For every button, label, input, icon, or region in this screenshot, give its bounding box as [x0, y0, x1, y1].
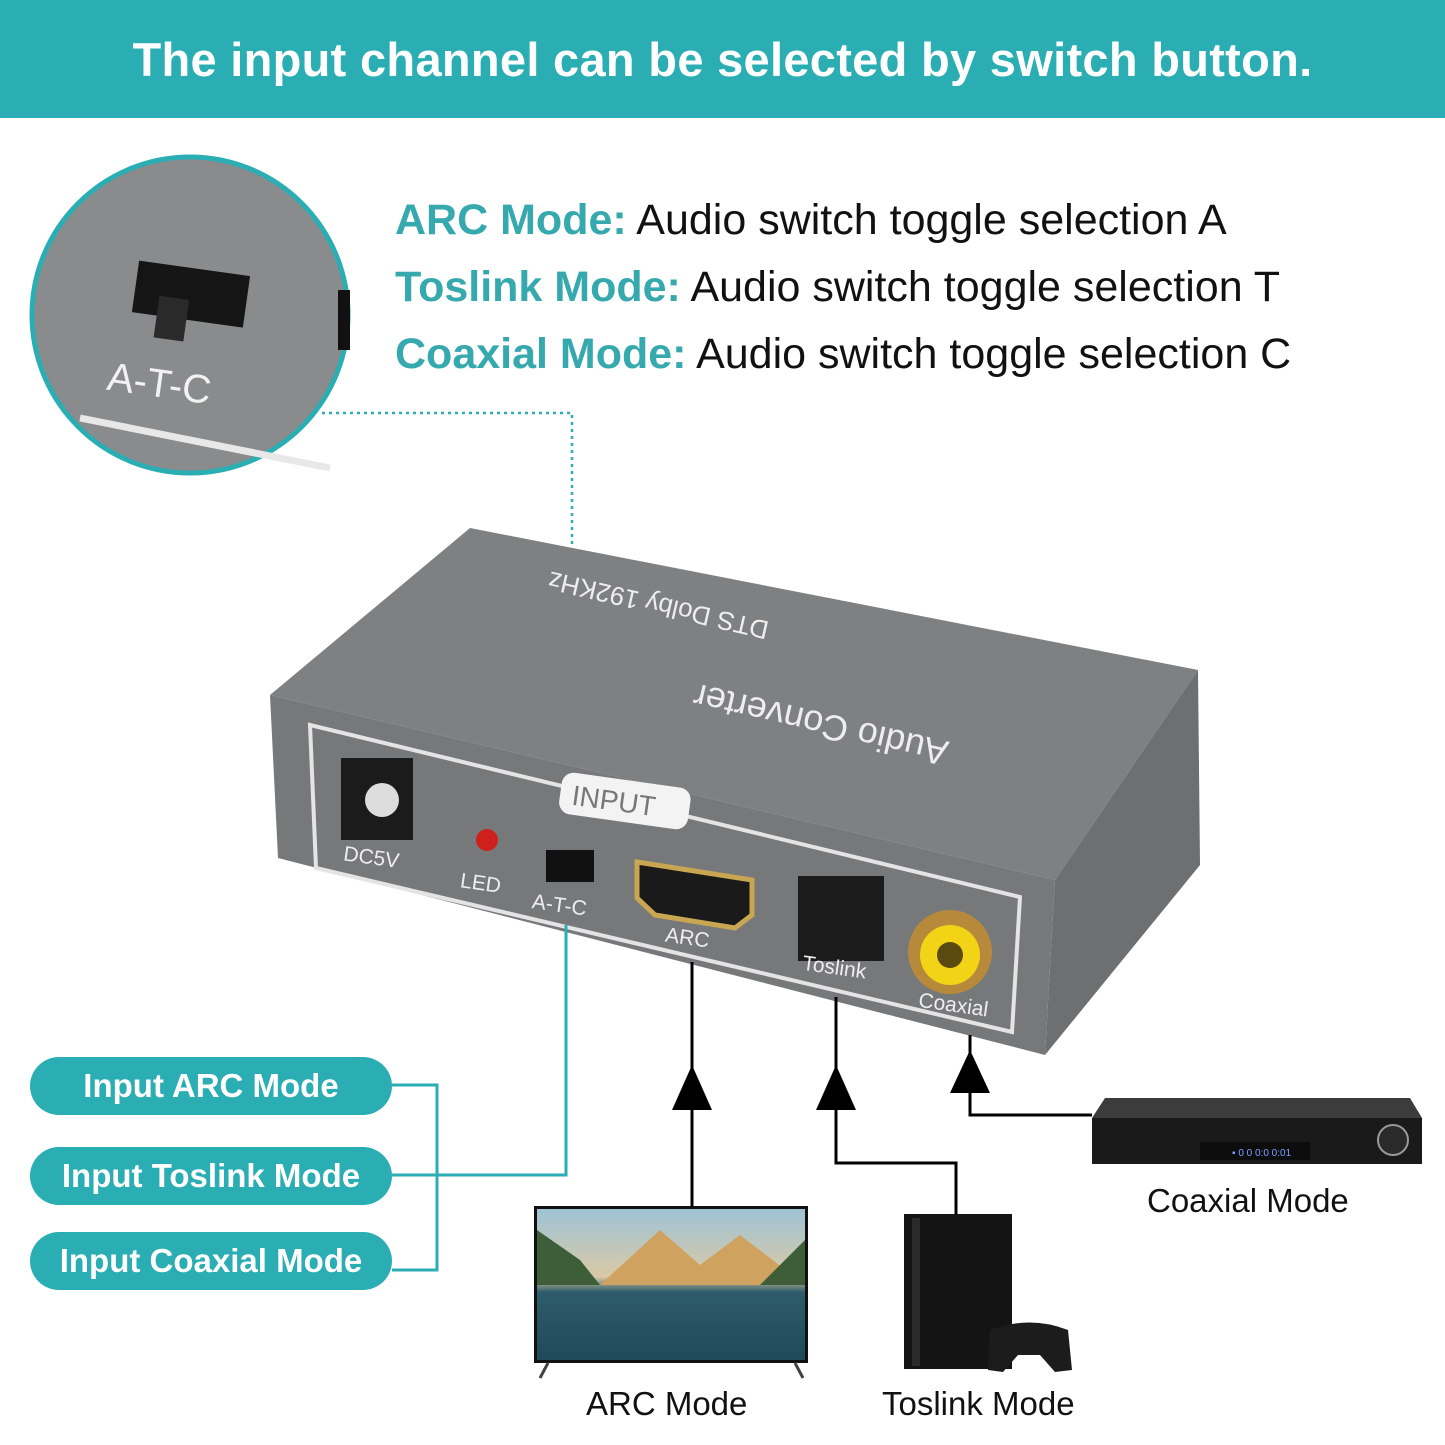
pill-input-toslink: Input Toslink Mode — [30, 1147, 392, 1205]
switch-zoom-callout: A-T-C — [29, 154, 351, 476]
mode-coaxial: Coaxial Mode: Audio switch toggle select… — [395, 326, 1291, 393]
coaxial-arrow-icon — [950, 1050, 990, 1093]
toslink-port — [798, 876, 884, 961]
mode-desc: Audio switch toggle selection C — [696, 330, 1292, 378]
tv-image — [534, 1206, 808, 1379]
mode-desc: Audio switch toggle selection A — [636, 196, 1227, 244]
hdmi-port — [634, 859, 755, 931]
header-banner: The input channel can be selected by swi… — [0, 0, 1445, 118]
atc-switch[interactable] — [546, 850, 594, 882]
arc-arrow-icon — [672, 1065, 712, 1110]
mode-name: Toslink Mode: — [395, 263, 681, 311]
game-console-image — [904, 1214, 1072, 1372]
mode-name: ARC Mode: — [395, 196, 627, 244]
caption-player: Coaxial Mode — [1147, 1182, 1349, 1219]
mode-name: Coaxial Mode: — [395, 330, 687, 378]
svg-text:▪ 0 0 0:0 0:01: ▪ 0 0 0:0 0:01 — [1232, 1148, 1292, 1159]
coaxial-port — [937, 942, 963, 968]
mode-toslink: Toslink Mode: Audio switch toggle select… — [395, 259, 1291, 326]
dvd-player-image: ▪ 0 0 0:0 0:01 — [1092, 1098, 1422, 1164]
mode-bracket-lines — [392, 925, 568, 1272]
pill-input-coaxial: Input Coaxial Mode — [30, 1232, 392, 1290]
caption-console: Toslink Mode — [882, 1385, 1075, 1422]
mode-arc: ARC Mode: Audio switch toggle selection … — [395, 192, 1291, 259]
audio-converter-device: Audio Converter DTS Dolby 192KHz INPUT D… — [270, 528, 1200, 1055]
led-label: LED — [459, 869, 503, 897]
pill-input-arc: Input ARC Mode — [30, 1057, 392, 1115]
led-indicator — [476, 829, 498, 851]
toslink-arrow-icon — [816, 1065, 856, 1110]
caption-tv: ARC Mode — [586, 1385, 748, 1422]
mode-descriptions: ARC Mode: Audio switch toggle selection … — [395, 192, 1291, 393]
header-title: The input channel can be selected by swi… — [132, 32, 1313, 86]
mode-desc: Audio switch toggle selection T — [690, 263, 1281, 311]
